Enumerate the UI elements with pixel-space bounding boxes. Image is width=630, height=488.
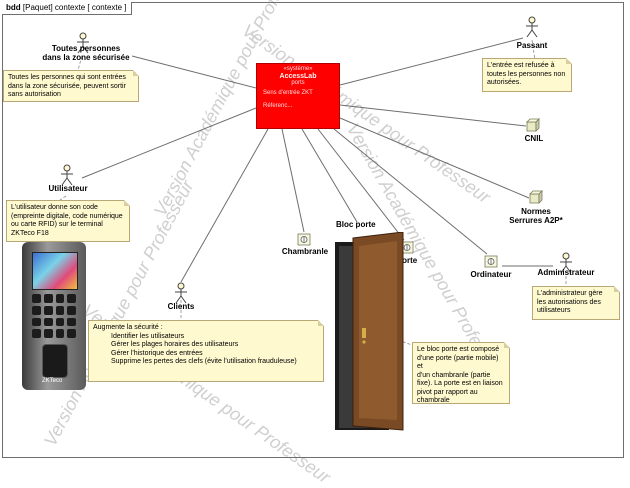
actor-label-utilisateur: Utilisateur	[48, 184, 88, 193]
system-block[interactable]: «système» AccessLab ports Sens d'entrée …	[256, 63, 340, 129]
zkteco-terminal-image: ZKTeco	[22, 242, 86, 390]
link-normes	[339, 117, 530, 199]
note-utilisateur: L'utilisateur donne son code(empreinte d…	[6, 200, 130, 242]
note-anchor	[531, 39, 536, 61]
link-utilisateur	[81, 107, 257, 179]
actor-icon[interactable]	[60, 164, 74, 186]
part-icon[interactable]	[484, 254, 498, 268]
link-toutes-personnes	[131, 55, 257, 89]
block-port-line: Sens d'entrée ZKT	[263, 90, 313, 96]
part-label-chambranle: Chambranle	[281, 247, 329, 256]
diagram-title: [Paquet] contexte [ contexte ]	[22, 3, 127, 12]
part-label-ordinateur: Ordinateur	[470, 270, 512, 279]
note-securite: Augmente la sécurité : Identifier les ut…	[88, 320, 324, 382]
association-links	[59, 37, 567, 346]
door-image	[335, 232, 404, 431]
actor-label-administrateur: Administrateur	[537, 268, 595, 277]
actor-label-passant: Passant	[516, 41, 548, 50]
part-label-bloc-porte: Bloc porte	[336, 220, 376, 229]
part-icon[interactable]	[297, 232, 311, 246]
block-references-line: Réferenc...	[263, 103, 293, 109]
block-stereotype: «système»	[283, 66, 313, 72]
actor-icon[interactable]	[76, 32, 90, 54]
link-passant	[339, 37, 524, 86]
actor-icon[interactable]	[174, 282, 188, 304]
link-clients	[180, 128, 269, 283]
part-label-porte: Porte	[396, 256, 418, 265]
block-section-ports: ports	[291, 80, 305, 86]
diagram-kind: bdd	[6, 3, 21, 12]
cube-icon[interactable]	[526, 118, 540, 132]
block-name: AccessLab	[279, 73, 317, 80]
cube-icon[interactable]	[529, 190, 543, 204]
diagram-frame	[2, 2, 624, 458]
block-label-cnil: CNIL	[524, 134, 544, 143]
note-anchor	[77, 55, 83, 71]
link-bloc-porte	[301, 128, 358, 223]
link-porte	[317, 128, 405, 241]
actor-label-clients: Clients	[167, 302, 195, 311]
link-ordinateur	[333, 128, 488, 255]
actor-icon[interactable]	[525, 16, 539, 38]
part-icon[interactable]	[400, 240, 414, 254]
link-chambranle	[281, 128, 305, 233]
actor-icon[interactable]	[559, 252, 573, 274]
frame-tab: bdd [Paquet] contexte [ contexte ]	[2, 2, 132, 15]
link-cnil	[339, 104, 527, 127]
note-anchor	[59, 195, 67, 201]
